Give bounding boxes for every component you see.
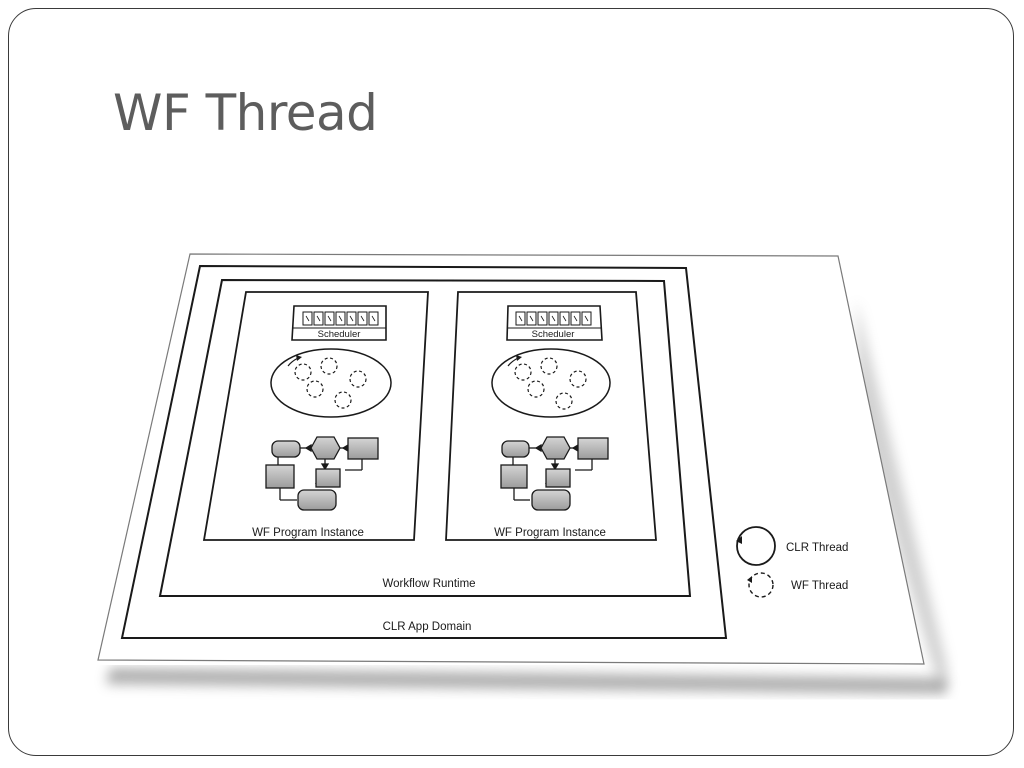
thread-pool-ellipse bbox=[270, 348, 392, 418]
legend-item-wf-thread: WF Thread bbox=[747, 572, 848, 598]
wf-program-instance-2: Scheduler bbox=[445, 291, 657, 541]
wf-thread-icon bbox=[514, 363, 532, 381]
wf-thread-icon bbox=[555, 392, 573, 410]
wf-program-instance-1: Scheduler bbox=[202, 291, 429, 541]
thread-pool-2 bbox=[491, 348, 611, 418]
activity-node bbox=[347, 437, 379, 460]
legend-label: CLR Thread bbox=[786, 542, 848, 554]
workflow-runtime-label: Workflow Runtime bbox=[382, 578, 475, 590]
paper-shadow bbox=[106, 668, 948, 694]
scheduler-2: Scheduler bbox=[506, 305, 603, 341]
clr-thread-arrowhead bbox=[296, 355, 302, 361]
instance-label: WF Program Instance bbox=[252, 527, 364, 539]
start-node bbox=[501, 440, 530, 458]
program-flowchart-1 bbox=[265, 436, 379, 511]
queue-item-marks bbox=[518, 315, 589, 322]
thread-pool-1 bbox=[270, 348, 392, 418]
activity-node bbox=[545, 468, 571, 488]
legend: CLR Thread WF Thread bbox=[736, 526, 848, 598]
wf-thread-arrowhead bbox=[747, 576, 752, 583]
activity-node bbox=[265, 464, 295, 489]
slide-title: WF Thread bbox=[113, 84, 378, 142]
start-node bbox=[271, 440, 301, 458]
wf-thread-icon bbox=[306, 380, 324, 398]
wf-threads bbox=[294, 357, 367, 409]
end-node bbox=[531, 489, 571, 511]
workflow-runtime-box bbox=[158, 278, 692, 597]
activity-node bbox=[315, 468, 341, 488]
scheduler-label: Scheduler bbox=[532, 329, 575, 340]
paper-side-shadow bbox=[856, 300, 948, 690]
legend-label: WF Thread bbox=[791, 580, 848, 592]
wf-thread-icon bbox=[320, 357, 338, 375]
clr-app-domain-box bbox=[120, 264, 728, 639]
end-node bbox=[297, 489, 337, 511]
instance-label: WF Program Instance bbox=[494, 527, 606, 539]
scheduler-label: Scheduler bbox=[318, 329, 361, 340]
wf-threads bbox=[514, 357, 587, 410]
thread-pool-ellipse bbox=[491, 348, 611, 418]
wf-thread-icon bbox=[569, 370, 587, 388]
dashed-circle-icon bbox=[748, 572, 774, 598]
clr-thread-arrowhead bbox=[516, 355, 522, 361]
wf-thread-icon bbox=[334, 391, 352, 409]
wf-thread-icon bbox=[349, 370, 367, 388]
legend-item-clr-thread: CLR Thread bbox=[736, 526, 848, 566]
program-flowchart-2 bbox=[500, 436, 609, 511]
scheduler-1: Scheduler bbox=[291, 305, 387, 341]
wf-thread-icon bbox=[294, 363, 312, 381]
clr-app-domain-label: CLR App Domain bbox=[383, 621, 472, 633]
instance-box bbox=[202, 291, 429, 541]
activity-node bbox=[500, 464, 528, 489]
wf-thread-icon bbox=[527, 380, 545, 398]
solid-circle-icon bbox=[736, 526, 776, 566]
instance-box bbox=[445, 291, 657, 541]
queue-item-marks bbox=[305, 315, 376, 322]
decision-node bbox=[310, 436, 341, 460]
clr-thread-arrowhead bbox=[736, 536, 742, 544]
wf-thread-icon bbox=[540, 357, 558, 375]
decision-node bbox=[540, 436, 571, 460]
activity-node bbox=[577, 437, 609, 460]
